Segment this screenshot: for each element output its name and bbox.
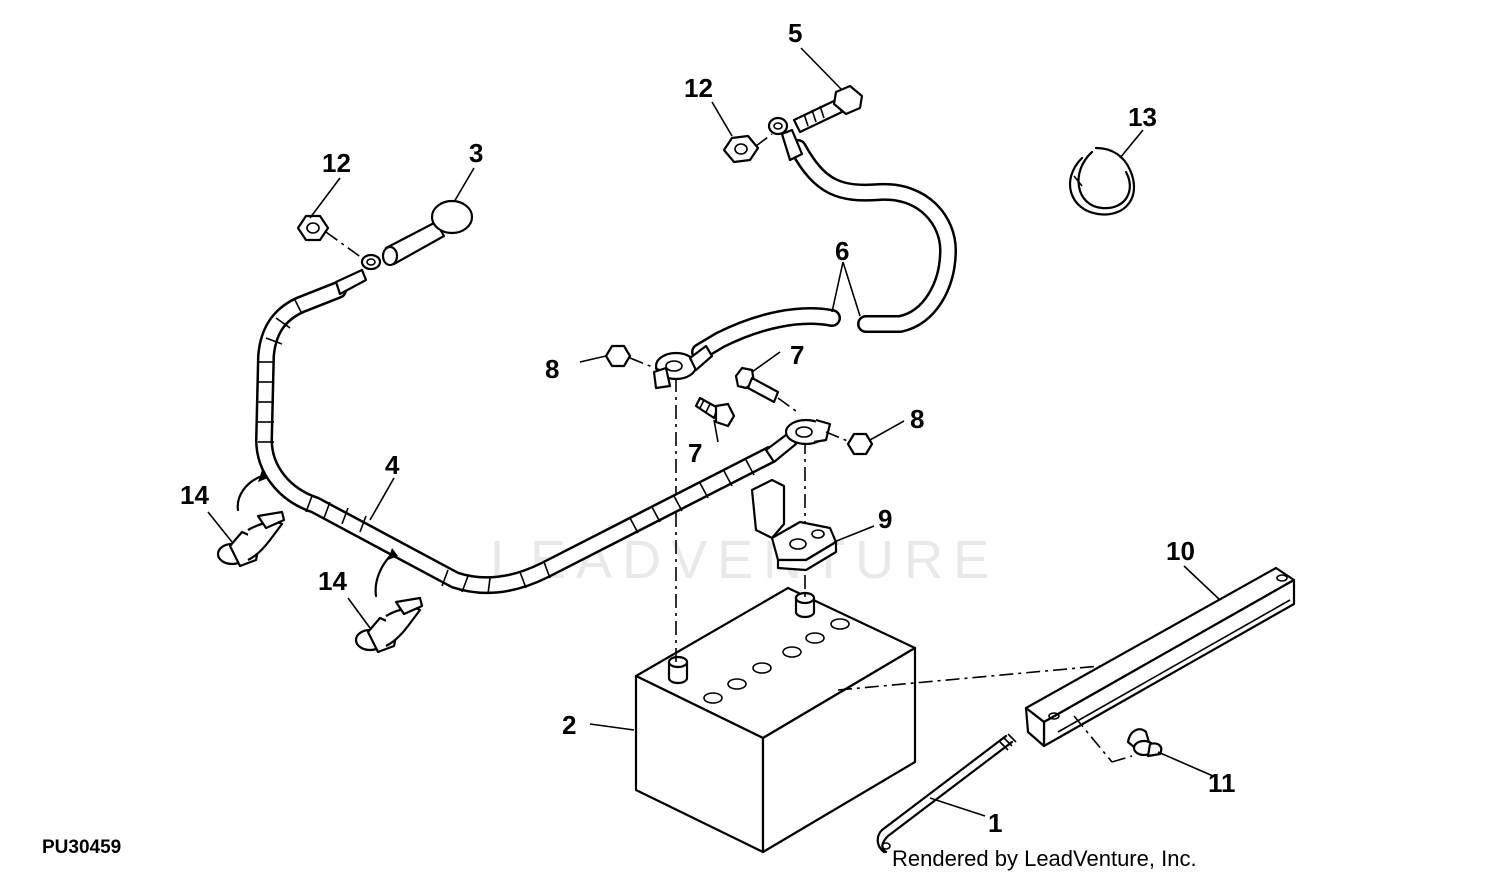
- callout-9: 9: [878, 504, 892, 534]
- bolt-top[interactable]: [792, 84, 864, 134]
- bolt-7-lower[interactable]: [694, 396, 736, 428]
- callout-13: 13: [1128, 102, 1157, 132]
- callout-4: 4: [385, 450, 400, 480]
- render-credit: Rendered by LeadVenture, Inc.: [892, 846, 1197, 871]
- callout-8-right: 8: [910, 404, 924, 434]
- callout-12-top: 12: [684, 73, 713, 103]
- callout-7-lower: 7: [688, 438, 702, 468]
- cable-4[interactable]: [255, 253, 832, 595]
- battery[interactable]: [634, 586, 917, 854]
- wing-nut[interactable]: [1126, 728, 1163, 758]
- terminal-cover[interactable]: [750, 478, 838, 572]
- hex-nut-8-right[interactable]: [846, 432, 874, 456]
- callout-2: 2: [562, 710, 576, 740]
- callout-14-left: 14: [180, 480, 209, 510]
- callout-14-right: 14: [318, 566, 347, 596]
- cable-6[interactable]: [652, 116, 957, 390]
- callout-1: 1: [988, 808, 1002, 838]
- hex-nut-left[interactable]: [296, 214, 330, 242]
- cable-clip-right[interactable]: [354, 596, 424, 654]
- hex-nut-8-left[interactable]: [604, 344, 632, 368]
- bolt-7-upper[interactable]: [734, 366, 780, 404]
- callout-6: 6: [835, 236, 849, 266]
- callout-5: 5: [788, 18, 802, 48]
- callout-12-left: 12: [322, 148, 351, 178]
- callout-10: 10: [1166, 536, 1195, 566]
- callout-11: 11: [1208, 768, 1236, 798]
- callout-8-left: 8: [545, 354, 559, 384]
- callout-7-upper: 7: [790, 340, 804, 370]
- hold-down-bracket[interactable]: [1024, 566, 1296, 748]
- cable-clip-left[interactable]: [216, 510, 286, 568]
- callout-3: 3: [469, 138, 483, 168]
- j-bolt-rod[interactable]: [876, 733, 1017, 854]
- figure-id: PU30459: [42, 837, 121, 858]
- hex-nut-top[interactable]: [722, 134, 760, 164]
- terminal-boot[interactable]: [381, 199, 474, 267]
- hose-clamp[interactable]: [1068, 146, 1136, 216]
